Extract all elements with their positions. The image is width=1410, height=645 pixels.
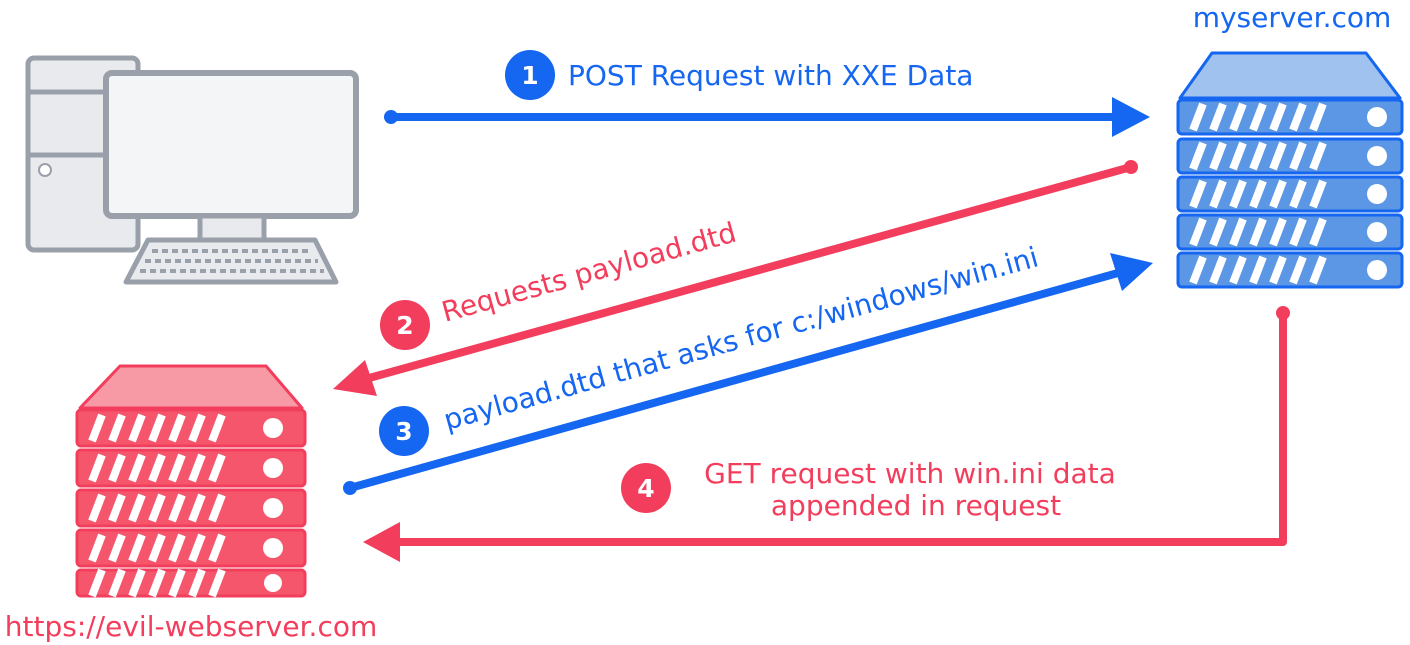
step-1-badge: 1 [505, 50, 555, 100]
arrow-step-3 [343, 253, 1153, 495]
svg-text:3: 3 [395, 417, 412, 446]
desktop-computer-icon [25, 55, 359, 285]
arrow-step-1 [384, 97, 1150, 137]
step-4-badge: 4 [621, 463, 671, 513]
svg-text:1: 1 [521, 61, 538, 90]
arrow-step-4 [363, 306, 1290, 562]
myserver-label: myserver.com [1193, 1, 1392, 34]
step-1-label: POST Request with XXE Data [568, 59, 973, 92]
evil-server-icon [75, 364, 307, 596]
step-4-label-line2: appended in request [771, 489, 1061, 522]
step-2-label: Requests payload.dtd [438, 216, 740, 329]
arrow-step-2 [333, 160, 1138, 396]
myserver-icon [1176, 51, 1404, 289]
svg-text:4: 4 [637, 474, 654, 503]
step-3-badge: 3 [379, 406, 429, 456]
step-4-label-line1: GET request with win.ini data [704, 457, 1116, 490]
step-3-label: payload.dtd that asks for c:/windows/win… [440, 240, 1042, 436]
evil-server-label: https://evil-webserver.com [5, 610, 378, 643]
step-2-badge: 2 [380, 300, 430, 350]
svg-text:2: 2 [396, 311, 413, 340]
